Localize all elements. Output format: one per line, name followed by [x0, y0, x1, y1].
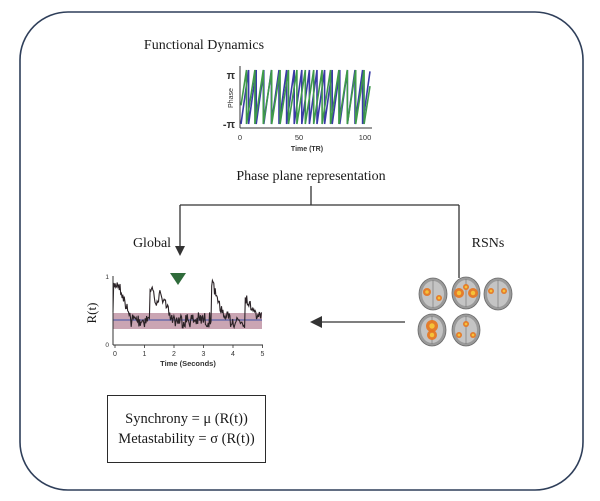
brain-scan-icon — [418, 277, 448, 311]
arrow-left-icon — [310, 316, 322, 328]
sync-ytick-bottom: 0 — [105, 342, 109, 349]
phase-ytick-top: π — [227, 70, 236, 82]
diagram-title: Functional Dynamics — [144, 38, 264, 53]
phase-series-line — [240, 69, 371, 125]
phase-xtick-2: 100 — [359, 133, 372, 142]
triangle-marker-icon — [170, 273, 186, 285]
sync-ytick-top: 1 — [105, 274, 109, 281]
sync-plot: 1 0 R(t) 0 1 2 3 4 5 Time (Seconds) — [84, 273, 265, 368]
phase-ytick-bottom: -π — [223, 119, 236, 131]
sync-xtick-label: 2 — [172, 351, 176, 358]
phase-xtick-1: 50 — [295, 133, 303, 142]
phase-series — [240, 69, 371, 125]
formula-box: Synchrony = μ (R(t)) Metastability = σ (… — [107, 395, 266, 463]
phase-plot: π -π Phase 0 50 100 Time (TR) — [223, 66, 372, 153]
synchrony-formula: Synchrony = μ (R(t)) — [125, 411, 248, 427]
global-label: Global — [133, 236, 171, 251]
metastability-formula: Metastability = σ (R(t)) — [118, 431, 255, 447]
rsn-brain-images — [417, 276, 513, 347]
sync-ylabel: R(t) — [84, 303, 99, 324]
sync-xtick-label: 1 — [143, 351, 147, 358]
sync-xtick-label: 5 — [261, 351, 265, 358]
brain-scan-icon — [417, 313, 447, 347]
brain-scan-icon — [451, 276, 481, 310]
sync-xlabel: Time (Seconds) — [160, 359, 216, 368]
brain-scan-icon — [451, 313, 481, 347]
outer-frame — [19, 11, 584, 491]
sync-trace — [112, 278, 262, 330]
sync-xtick-label: 3 — [202, 351, 206, 358]
phase-xlabel: Time (TR) — [291, 146, 323, 153]
phase-ylabel: Phase — [228, 88, 235, 108]
phase-xtick-0: 0 — [238, 133, 242, 142]
sync-xtick-label: 0 — [113, 351, 117, 358]
rsns-label: RSNs — [472, 236, 505, 251]
sync-trace-line — [112, 278, 262, 330]
brain-scan-icon — [483, 277, 513, 311]
phase-plane-label: Phase plane representation — [236, 169, 385, 184]
sync-xticks: 0 1 2 3 4 5 — [113, 345, 265, 358]
arrow-down-icon — [175, 246, 185, 256]
connector-lines — [179, 186, 460, 323]
sync-xtick-label: 4 — [231, 351, 235, 358]
